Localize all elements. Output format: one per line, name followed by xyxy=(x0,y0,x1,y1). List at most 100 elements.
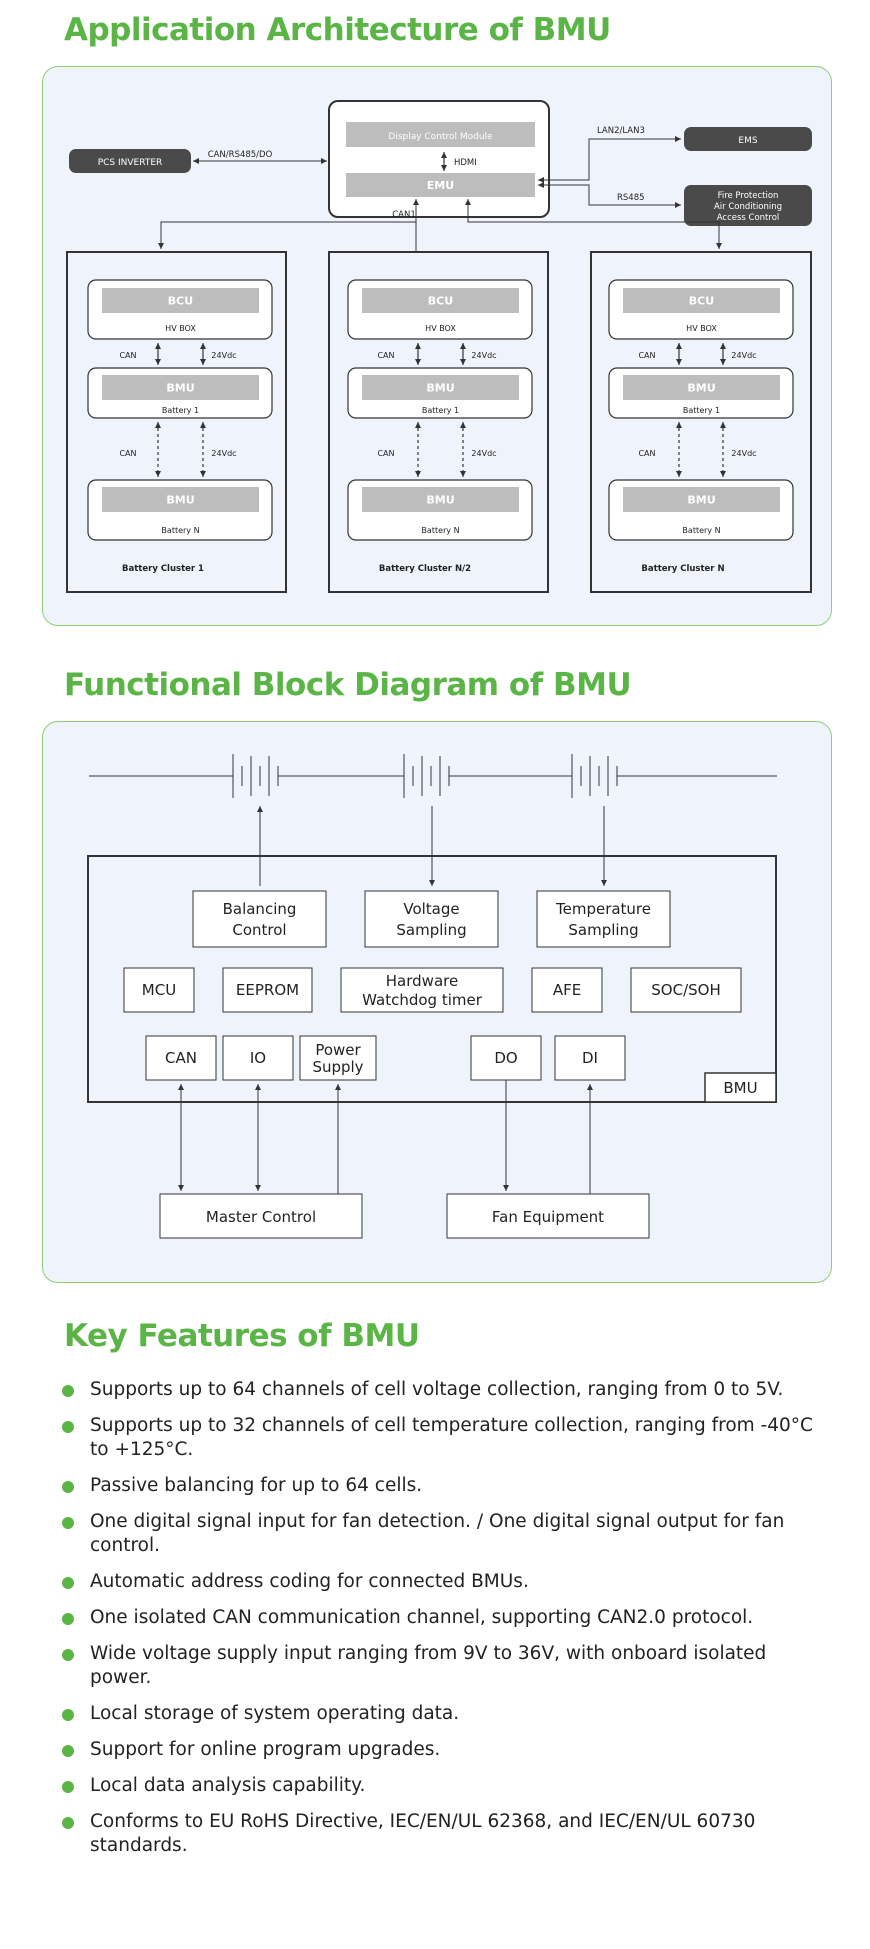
cluster-name: Battery Cluster 1 xyxy=(122,564,204,574)
bmu-box xyxy=(362,487,519,512)
hardware-watchdog-box xyxy=(340,967,504,1013)
feature-item: Supports up to 32 channels of cell tempe… xyxy=(62,1414,822,1462)
bullet-icon xyxy=(62,1517,74,1529)
bullet-icon xyxy=(62,1817,74,1829)
feature-text: Local data analysis capability. xyxy=(90,1775,366,1796)
pcs-link-label: CAN/RS485/DO xyxy=(208,150,273,160)
fire-link-label: RS485 xyxy=(617,193,645,203)
features-heading: Key Features of BMU xyxy=(64,1318,420,1354)
temperature-sampling-label-2: Sampling xyxy=(568,921,638,939)
bullet-icon xyxy=(62,1781,74,1793)
bullet-icon xyxy=(62,1385,74,1397)
battery-cluster-n-2: BCU HV BOX CAN 24Vdc BMU Battery 1 CAN 2… xyxy=(328,251,549,593)
voltage-label: 24Vdc xyxy=(731,351,756,360)
do-label: DO xyxy=(494,1049,517,1067)
mcu-box xyxy=(123,967,195,1013)
fire-link-arrow xyxy=(538,182,681,208)
bmu-tag-label: BMU xyxy=(723,1079,757,1097)
voltage-label: 24Vdc xyxy=(211,449,236,458)
io-label: IO xyxy=(250,1049,266,1067)
bullet-icon xyxy=(62,1577,74,1589)
feature-item: Automatic address coding for connected B… xyxy=(62,1570,822,1594)
feature-item: One digital signal input for fan detecti… xyxy=(62,1510,822,1558)
functional-diagram: BMU Balancing Control Voltage Sampling T… xyxy=(87,754,777,1239)
emu-box xyxy=(346,173,535,197)
hv-box-label: HV BOX xyxy=(686,324,717,333)
power-supply-label-1: Power xyxy=(315,1041,361,1059)
afe-box xyxy=(531,967,603,1013)
can1-label: CAN1 xyxy=(392,210,416,220)
can-label: CAN xyxy=(377,351,394,360)
architecture-diagram: PCS INVERTER CAN/RS485/DO Display Contro… xyxy=(66,100,812,593)
voltage-sampling-label-2: Sampling xyxy=(396,921,466,939)
voltage-label: 24Vdc xyxy=(211,351,236,360)
soc-soh-box xyxy=(630,967,742,1013)
bullet-icon xyxy=(62,1649,74,1661)
hdmi-label: HDMI xyxy=(454,158,477,168)
can-label: CAN xyxy=(119,351,136,360)
pcs-inverter-label: PCS INVERTER xyxy=(98,158,163,168)
balancing-control-box xyxy=(192,890,327,948)
bmu-box xyxy=(623,487,780,512)
bmu-label: BMU xyxy=(687,494,715,507)
access-control-label: Access Control xyxy=(717,213,780,223)
battery-n-label: Battery N xyxy=(421,526,459,535)
battery-1-label: Battery 1 xyxy=(422,406,459,415)
fire-protection-label: Fire Protection xyxy=(718,191,779,201)
bmu-frame xyxy=(87,855,777,1103)
di-label: DI xyxy=(582,1049,598,1067)
feature-text: Supports up to 32 channels of cell tempe… xyxy=(90,1415,813,1460)
architecture-panel: PCS INVERTER CAN/RS485/DO Display Contro… xyxy=(42,66,832,626)
feature-item: Local data analysis capability. xyxy=(62,1774,822,1798)
can1-left-branch xyxy=(158,221,416,249)
bullet-icon xyxy=(62,1421,74,1433)
can1-right-branch xyxy=(465,199,722,249)
ems-box xyxy=(684,127,812,151)
features-list: Supports up to 64 channels of cell volta… xyxy=(62,1378,822,1870)
master-control-label: Master Control xyxy=(206,1208,316,1226)
voltage-sampling-label-1: Voltage xyxy=(403,900,459,918)
cluster-name: Battery Cluster N/2 xyxy=(379,564,471,574)
display-module-box xyxy=(346,122,535,147)
can-label: CAN xyxy=(638,351,655,360)
bullet-icon xyxy=(62,1745,74,1757)
cluster-name: Battery Cluster N xyxy=(641,564,724,574)
voltage-label: 24Vdc xyxy=(471,351,496,360)
hardware-watchdog-label-1: Hardware xyxy=(386,972,458,990)
mcu-label: MCU xyxy=(142,981,176,999)
battery-cluster-1: BCU HV BOX CAN 24Vdc BMU Battery 1 CAN 2… xyxy=(66,251,287,593)
battery-1-label: Battery 1 xyxy=(683,406,720,415)
bcu-label: BCU xyxy=(168,295,193,308)
di-box xyxy=(554,1035,626,1081)
voltage-label: 24Vdc xyxy=(731,449,756,458)
temperature-sampling-box xyxy=(536,890,671,948)
master-control-box xyxy=(159,1193,363,1239)
can-box xyxy=(145,1035,217,1081)
ems-label: EMS xyxy=(738,136,757,146)
power-supply-box xyxy=(299,1035,377,1081)
bullet-icon xyxy=(62,1613,74,1625)
hardware-watchdog-label-2: Watchdog timer xyxy=(362,991,483,1009)
feature-text: Passive balancing for up to 64 cells. xyxy=(90,1475,423,1496)
can-label: CAN xyxy=(119,449,136,458)
feature-text: Supports up to 64 channels of cell volta… xyxy=(90,1379,784,1400)
pcs-inverter-box xyxy=(69,149,191,173)
architecture-heading: Application Architecture of BMU xyxy=(64,12,611,48)
fan-equipment-box xyxy=(446,1193,650,1239)
can-label: CAN xyxy=(638,449,655,458)
can-label: CAN xyxy=(377,449,394,458)
bmu-box xyxy=(102,487,259,512)
feature-text: One digital signal input for fan detecti… xyxy=(90,1511,785,1556)
bcu-label: BCU xyxy=(428,295,453,308)
bmu-label: BMU xyxy=(166,494,194,507)
bmu-tag xyxy=(704,1072,777,1103)
feature-item: Conforms to EU RoHS Directive, IEC/EN/UL… xyxy=(62,1810,822,1858)
battery-n-label: Battery N xyxy=(161,526,199,535)
bmu-box xyxy=(102,375,259,400)
bullet-icon xyxy=(62,1709,74,1721)
ems-link-label: LAN2/LAN3 xyxy=(597,126,645,136)
battery-1-label: Battery 1 xyxy=(162,406,199,415)
can-label: CAN xyxy=(165,1049,197,1067)
soc-soh-label: SOC/SOH xyxy=(651,981,720,999)
cluster-frame xyxy=(328,251,549,593)
